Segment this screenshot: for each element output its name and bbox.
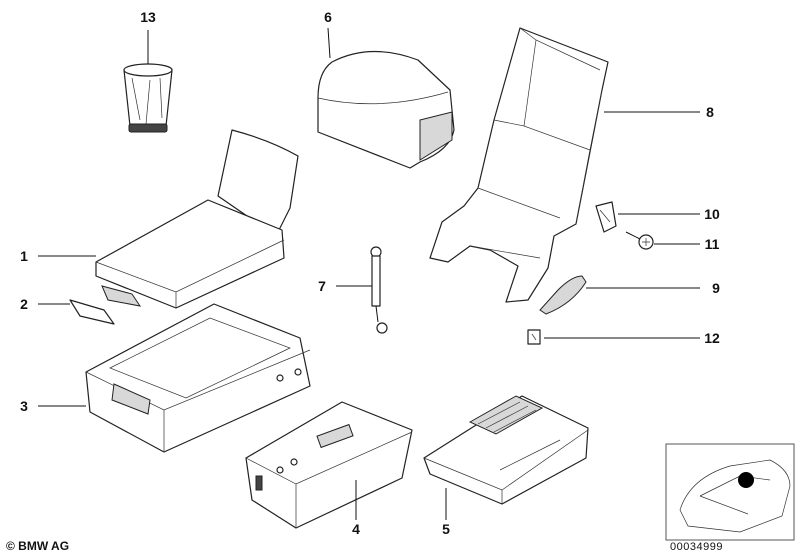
leader-lines <box>38 27 700 520</box>
callout-10: 10 <box>704 206 720 222</box>
location-dot <box>738 472 754 488</box>
part-13-cup[interactable] <box>123 63 173 133</box>
callout-1: 1 <box>20 248 28 264</box>
document-number: 00034999 <box>670 541 723 553</box>
callout-2: 2 <box>20 296 28 312</box>
callout-5: 5 <box>442 521 450 537</box>
callout-6: 6 <box>324 9 332 25</box>
vehicle-locator-thumbnail <box>665 443 795 541</box>
callout-9: 9 <box>712 280 720 296</box>
part-1-lid[interactable] <box>95 129 299 309</box>
callout-8: 8 <box>706 104 714 120</box>
part-4-tray-module[interactable] <box>245 401 413 529</box>
part-5-phone-tray[interactable] <box>423 395 589 505</box>
callout-7: 7 <box>318 278 326 294</box>
part-3-console-base[interactable] <box>85 303 311 453</box>
callout-12: 12 <box>704 330 720 346</box>
part-7-gas-strut[interactable] <box>370 246 388 334</box>
part-10-clip[interactable] <box>595 201 617 233</box>
callout-11: 11 <box>705 236 720 252</box>
copyright-text: © BMW AG <box>6 539 70 553</box>
part-8-frame[interactable] <box>429 27 609 303</box>
part-11-screw[interactable] <box>625 231 654 250</box>
part-2-handle[interactable] <box>69 285 142 325</box>
callout-3: 3 <box>20 398 28 414</box>
part-6-cushion[interactable] <box>317 50 455 169</box>
part-12-clip[interactable] <box>527 329 541 345</box>
callout-numbers: 13 6 8 1 2 3 7 10 11 9 12 4 5 <box>20 9 720 537</box>
callout-4: 4 <box>352 521 360 537</box>
callout-13: 13 <box>140 9 156 25</box>
part-9-trim[interactable] <box>539 275 587 315</box>
